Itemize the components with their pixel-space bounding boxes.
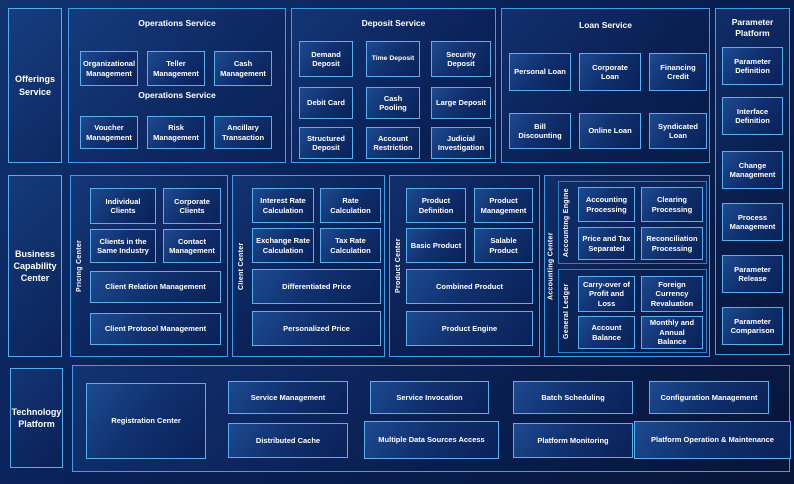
node-rate-calculation: Rate Calculation: [320, 188, 381, 223]
node-basic-product: Basic Product: [406, 228, 466, 263]
node-accounting-processing: Accounting Processing: [578, 187, 635, 222]
node-account-restriction: Account Restriction: [366, 127, 420, 159]
panel-loan-service: Loan Service Personal Loan Corporate Loa…: [501, 8, 710, 163]
node-bill-discounting: Bill Discounting: [509, 113, 571, 149]
node-combined-product: Combined Product: [406, 269, 533, 304]
node-configuration-management: Configuration Management: [649, 381, 769, 414]
node-personal-loan: Personal Loan: [509, 53, 571, 91]
band-label-offerings-service: Offerings Service: [8, 8, 62, 163]
panel-operations-service: Operations Service Organizational Manage…: [68, 8, 286, 163]
node-clearing-processing: Clearing Processing: [641, 187, 703, 222]
panel-parameter-platform: Parameter Platform Parameter Definition …: [715, 8, 790, 355]
node-product-definition: Product Definition: [406, 188, 466, 223]
vertical-label-product-center: Product Center: [395, 238, 402, 294]
node-demand-deposit: Demand Deposit: [299, 41, 353, 77]
panel-accounting-center: Accounting Center Accounting Engine Acco…: [544, 175, 710, 357]
panel-deposit-service: Deposit Service Demand Deposit Time Depo…: [291, 8, 496, 163]
band-label-business-capability-center: Business Capability Center: [8, 175, 62, 357]
node-interest-rate-calculation: Interest Rate Calculation: [252, 188, 314, 223]
node-risk-management: Risk Management: [147, 116, 205, 149]
vertical-label-pricing-center: Pricing Center: [76, 239, 83, 293]
node-product-engine: Product Engine: [406, 311, 533, 346]
panel-product-center: Product Center Product Definition Produc…: [389, 175, 540, 357]
node-service-management: Service Management: [228, 381, 348, 414]
group-general-ledger: General Ledger Carry-over of Profit and …: [558, 269, 707, 353]
node-reconciliation-processing: Reconciliation Processing: [641, 227, 703, 260]
node-financing-credit: Financing Credit: [649, 53, 707, 91]
node-personalized-price: Personalized Price: [252, 311, 381, 346]
node-process-management: Process Management: [722, 203, 783, 241]
node-batch-scheduling: Batch Scheduling: [513, 381, 633, 414]
panel-pricing-center: Pricing Center Individual Clients Corpor…: [70, 175, 228, 357]
node-parameter-comparison: Parameter Comparison: [722, 307, 783, 345]
node-foreign-currency-revaluation: Foreign Currency Revaluation: [641, 276, 703, 312]
node-cash-management: Cash Management: [214, 51, 272, 86]
node-debit-card: Debit Card: [299, 87, 353, 119]
node-structured-deposit: Structured Deposit: [299, 127, 353, 159]
node-clients-same-industry: Clients in the Same Industry: [90, 229, 156, 263]
panel-title-parameter-platform: Parameter Platform: [731, 17, 774, 39]
vertical-label-accounting-center: Accounting Center: [547, 232, 555, 300]
vertical-label-accounting-engine: Accounting Engine: [563, 188, 570, 257]
node-client-relation-management: Client Relation Management: [90, 271, 221, 303]
node-corporate-clients: Corporate Clients: [163, 188, 221, 224]
node-teller-management: Teller Management: [147, 51, 205, 86]
node-registration-center: Registration Center: [86, 383, 206, 459]
node-large-deposit: Large Deposit: [431, 87, 491, 119]
node-differentiated-price: Differentiated Price: [252, 269, 381, 304]
node-online-loan: Online Loan: [579, 113, 641, 149]
node-organizational-management: Organizational Management: [80, 51, 138, 86]
panel-client-center: Client Center Interest Rate Calculation …: [232, 175, 385, 357]
node-account-balance: Account Balance: [578, 316, 635, 349]
node-distributed-cache: Distributed Cache: [228, 423, 348, 458]
node-contact-management: Contact Management: [163, 229, 221, 263]
node-time-deposit: Time Deposit: [366, 41, 420, 77]
node-service-invocation: Service Invocation: [370, 381, 489, 414]
node-platform-monitoring: Platform Monitoring: [513, 423, 633, 458]
node-individual-clients: Individual Clients: [90, 188, 156, 224]
vertical-label-general-ledger: General Ledger: [563, 283, 570, 339]
node-tax-rate-calculation: Tax Rate Calculation: [320, 228, 381, 263]
node-judicial-investigation: Judicial Investigation: [431, 127, 491, 159]
node-security-deposit: Security Deposit: [431, 41, 491, 77]
node-ancillary-transaction: Ancillary Transaction: [214, 116, 272, 149]
panel-subtitle-operations-service: Operations Service: [138, 90, 216, 100]
panel-technology-platform: Registration Center Service Management D…: [72, 365, 791, 472]
node-price-tax-separated: Price and Tax Separated: [578, 227, 635, 260]
group-accounting-engine: Accounting Engine Accounting Processing …: [558, 181, 707, 264]
node-platform-operation-maintenance: Platform Operation & Maintenance: [634, 421, 791, 459]
node-carry-over-profit-loss: Carry-over of Profit and Loss: [578, 276, 635, 312]
node-cash-pooling: Cash Pooling: [366, 87, 420, 119]
vertical-label-client-center: Client Center: [238, 242, 245, 290]
node-syndicated-loan: Syndicated Loan: [649, 113, 707, 149]
node-monthly-annual-balance: Monthly and Annual Balance: [641, 316, 703, 349]
node-exchange-rate-calculation: Exchange Rate Calculation: [252, 228, 314, 263]
node-parameter-definition: Parameter Definition: [722, 47, 783, 85]
node-multiple-data-sources-access: Multiple Data Sources Access: [364, 421, 499, 459]
node-product-management: Product Management: [474, 188, 533, 223]
panel-title-loan-service: Loan Service: [579, 20, 632, 30]
node-salable-product: Salable Product: [474, 228, 533, 263]
panel-title-operations-service: Operations Service: [138, 18, 216, 28]
band-label-technology-platform: Technology Platform: [10, 368, 63, 468]
node-interface-definition: Interface Definition: [722, 97, 783, 135]
node-client-protocol-management: Client Protocol Management: [90, 313, 221, 345]
node-parameter-release: Parameter Release: [722, 255, 783, 293]
node-change-management: Change Management: [722, 151, 783, 189]
node-voucher-management: Voucher Management: [80, 116, 138, 149]
node-corporate-loan: Corporate Loan: [579, 53, 641, 91]
panel-title-deposit-service: Deposit Service: [361, 18, 426, 28]
